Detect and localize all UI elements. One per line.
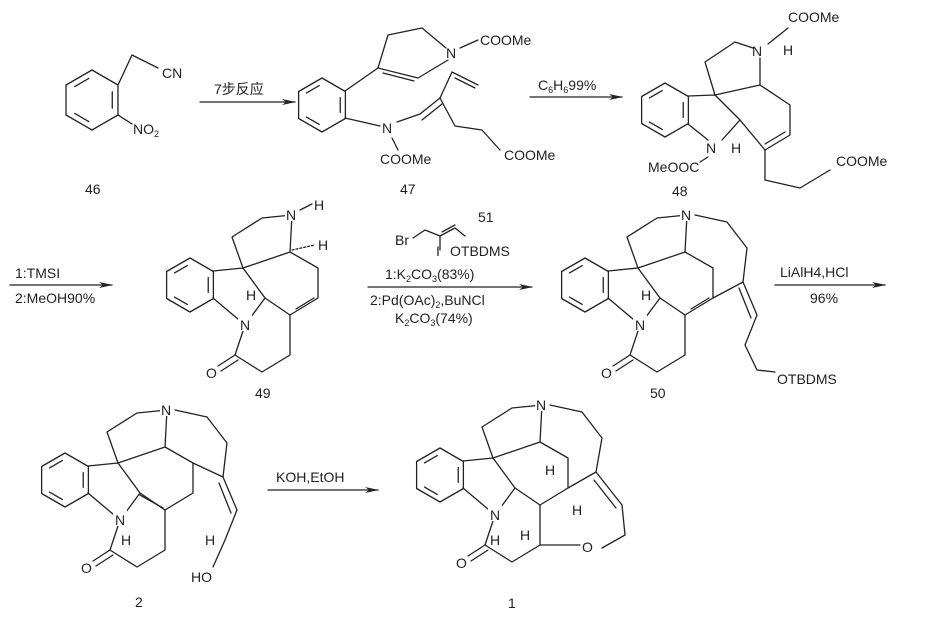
compound-47: N COOMe N COOMe COOMe 47 [297,27,556,197]
double-bond [74,112,90,123]
hydrogen-label: H [783,42,793,58]
hydrogen-label: H [520,527,530,543]
compound-48: N COOMe H N H MeOOC COOMe 48 [640,9,888,199]
double-bond [568,264,583,274]
ester-label: COOMe [480,32,532,48]
reagent-step2: C6H699% [538,77,596,95]
nitrile-label: CN [162,65,182,81]
nitrogen-label: N [706,140,716,156]
reagent-step4-line1: 1:K2CO3(83%) [385,266,474,284]
ring-outline [297,77,347,133]
ring-outline [640,82,690,138]
oxygen-label: O [582,539,593,555]
double-bond [173,264,188,274]
nitrogen-label: N [115,512,125,528]
nitrogen-label: N [490,507,500,523]
otbdms-label: OTBDMS [450,243,510,259]
otbdms-label: OTBDMS [777,371,837,387]
double-bond [74,77,90,88]
reagent-step6: KOH,EtOH [276,469,344,485]
nitrogen-label: N [536,397,546,413]
hydrogen-label: H [490,532,500,548]
double-bond [568,296,583,306]
benzene-ring [165,257,215,313]
hydrogen-label: H [318,237,328,253]
compound-label-2: 2 [135,594,143,610]
ring-outline [165,257,215,313]
compound-label-47: 47 [400,181,416,197]
double-bond [423,454,438,464]
reagent-step5-line1: LiAlH4,HCl [780,264,848,280]
reagent-step3-line2: 2:MeOH90% [15,290,95,306]
benzene-ring [560,257,610,313]
reagent-step4-line2: 2:Pd(OAc)2,BuNCl [370,292,485,310]
compound-label-48: 48 [672,183,688,199]
hydrogen-label: H [121,532,131,548]
compound-50: N N H O OTBDMS 50 [560,205,837,401]
nitro-label: NO2 [133,121,159,139]
nitrogen-label: N [382,120,392,136]
double-bond [173,296,188,306]
compound-2: N N H H O HO 2 [40,400,238,610]
hydrogen-label: H [246,287,256,303]
hydroxyl-label: HO [191,569,212,585]
compound-label-51: 51 [478,209,494,225]
nitrogen-label: N [681,207,691,223]
benzene-ring [640,82,690,138]
nitrogen-label: N [635,317,645,333]
ester-label: COOMe [788,9,840,25]
nitrogen-label: N [446,45,456,61]
ester-label: COOMe [836,153,888,169]
hydrogen-label: H [314,197,324,213]
reagent-step5-line2: 96% [810,290,838,306]
iodine-label: I [436,243,440,259]
oxygen-label: O [206,365,217,381]
ring-outline [40,452,90,508]
ester-label: COOMe [380,151,432,167]
nitrogen-label: N [286,207,296,223]
reagent-step4-line3: K2CO3(74%) [395,310,473,328]
oxygen-label: O [81,560,92,576]
compound-label-1: 1 [508,595,516,611]
compound-label-49: 49 [255,385,271,401]
hydrogen-label: H [731,140,741,156]
benzene-ring [297,77,347,133]
nitrogen-label: N [752,43,762,59]
nitrogen-label: N [240,317,250,333]
ester-label: MeOOC [648,159,699,175]
benzene-ring [415,447,465,503]
compound-label-50: 50 [650,385,666,401]
double-bond [305,84,320,94]
double-bond [423,486,438,496]
reagent-step1: 7步反应 [214,81,264,97]
nitrogen-label: N [161,402,171,418]
compound-label-46: 46 [85,181,101,197]
hydrogen-label: H [641,287,651,303]
ring-outline [560,257,610,313]
ester-label: COOMe [504,147,556,163]
compound-49: N N H H H O 49 [165,197,328,401]
oxygen-label: O [601,365,612,381]
hydrogen-label: H [572,502,582,518]
ring-outline [415,447,465,503]
double-bond [648,121,663,131]
reagent-step3-line1: 1:TMSI [15,265,60,281]
double-bond [48,491,63,501]
double-bond [48,459,63,469]
benzene-ring [65,69,119,131]
double-bond [305,116,320,126]
hydrogen-label: H [545,462,555,478]
benzene-ring [40,452,90,508]
oxygen-label: O [456,555,467,571]
double-bond [648,89,663,99]
compound-46: CN NO2 46 [65,54,182,197]
compound-1: N N O H H H H O 1 [415,395,626,611]
bromine-label: Br [395,232,409,248]
reagent-51: 51 Br I OTBDMS [395,209,510,259]
ring-outline [65,69,119,131]
hydrogen-label: H [205,532,215,548]
